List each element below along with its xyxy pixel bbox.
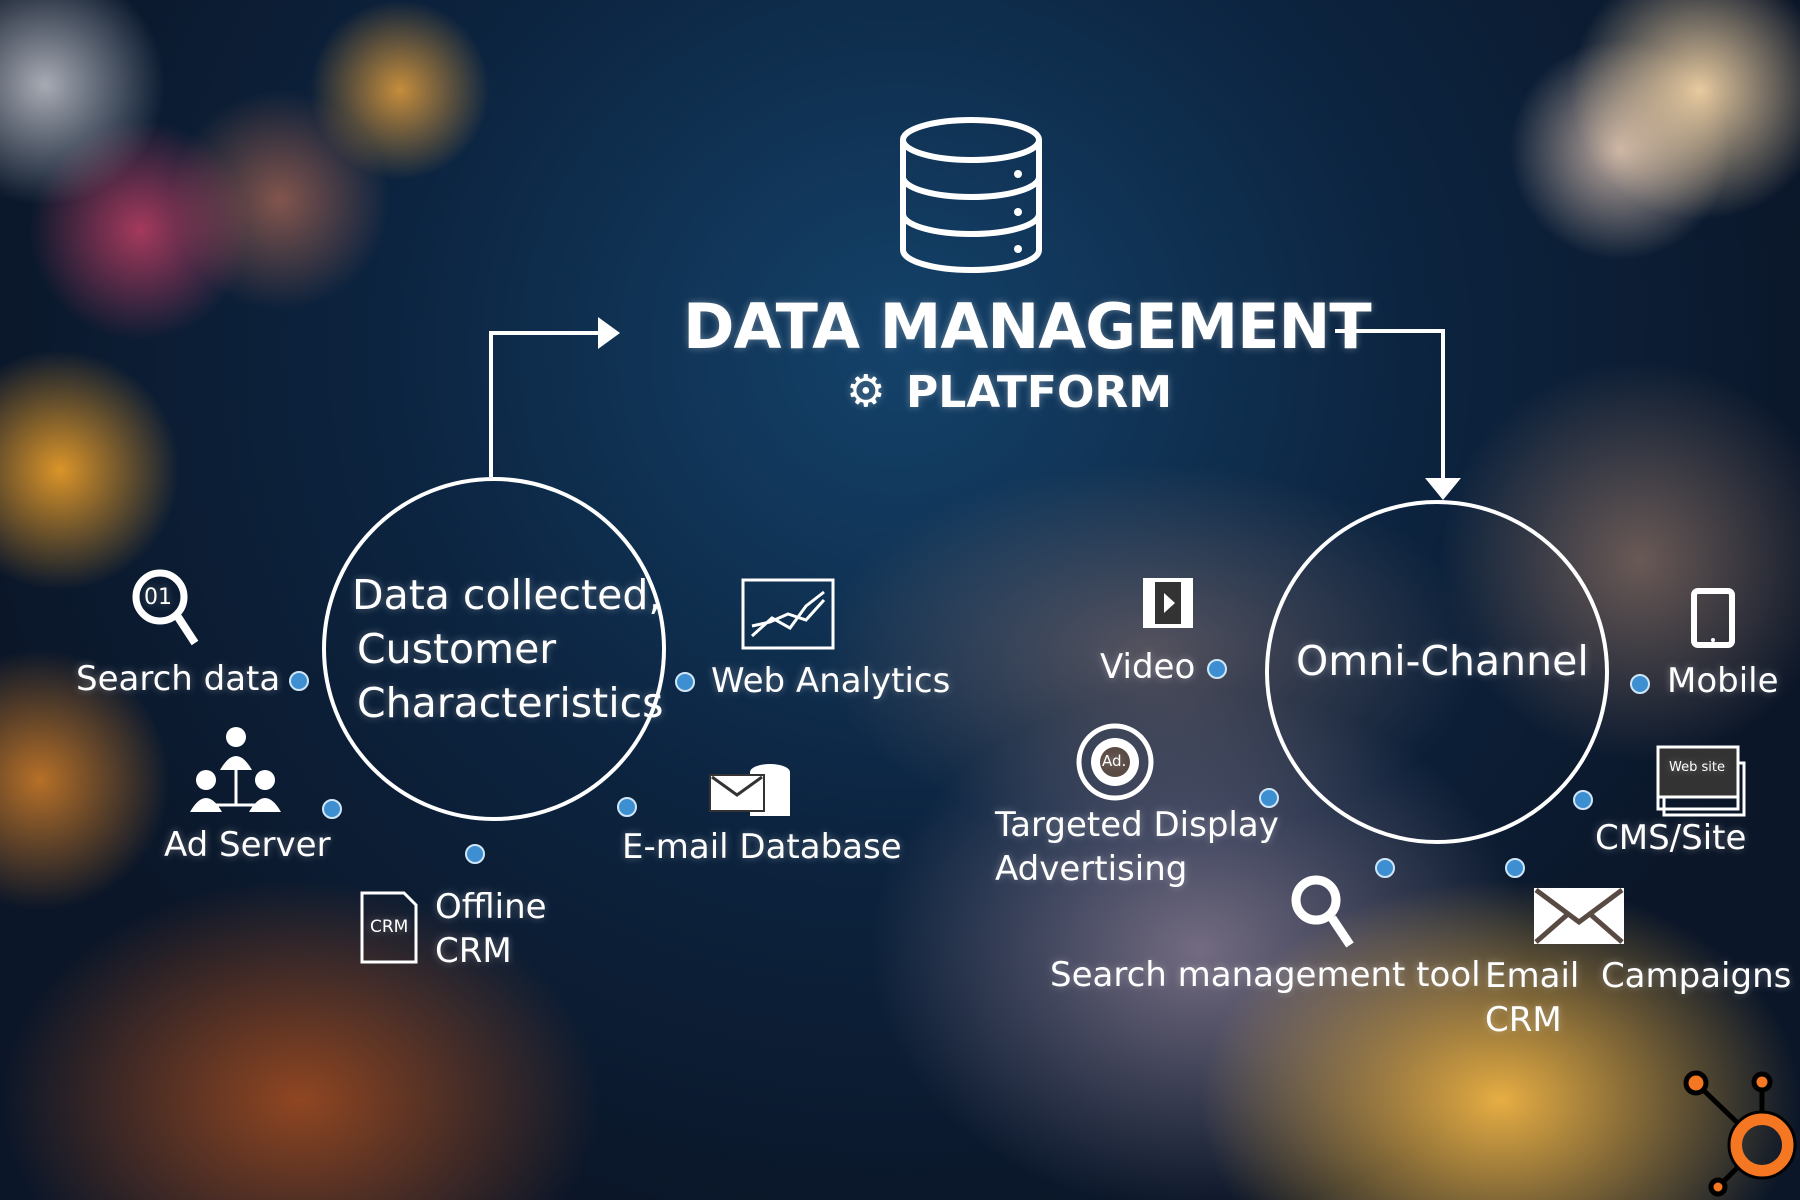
email-database-label[interactable]: E-mail Database <box>622 827 902 867</box>
page-subtitle: PLATFORM <box>906 367 1173 418</box>
offline-crm-dot[interactable] <box>465 844 485 864</box>
right-hub-circle <box>1265 500 1609 844</box>
left-hub-circle <box>322 477 666 821</box>
magnifier-icon <box>132 569 199 646</box>
arrowhead-down <box>1425 478 1461 500</box>
targeted-display-dot[interactable] <box>1259 788 1279 808</box>
email-campaigns-label[interactable]: Email Campaigns CRM <box>1485 954 1791 1042</box>
web-analytics-dot[interactable] <box>675 672 695 692</box>
database-icon <box>900 117 1042 273</box>
left-arrow <box>489 331 600 477</box>
video-dot[interactable] <box>1207 659 1227 679</box>
cms-site-dot[interactable] <box>1573 790 1593 810</box>
search-tool-dot[interactable] <box>1375 858 1395 878</box>
crm-icon-text: CRM <box>370 917 409 937</box>
email-database-icon <box>709 764 790 816</box>
cms-site-label[interactable]: CMS/Site <box>1595 818 1747 858</box>
search-data-icon-text: 01 <box>144 585 172 610</box>
offline-crm-line: Offline <box>435 887 547 927</box>
mobile-icon <box>1691 588 1735 648</box>
database-icon-dots <box>1014 170 1022 253</box>
arrowhead-right <box>598 317 620 349</box>
website-icon-text: Web site <box>1669 760 1725 775</box>
targeted-display-line: Targeted Display <box>995 805 1279 845</box>
website-icon <box>1656 745 1746 817</box>
email-database-dot[interactable] <box>617 797 637 817</box>
ad-network-icon <box>190 727 281 812</box>
ad-server-dot[interactable] <box>322 799 342 819</box>
search-tool-label[interactable]: Search management tool <box>1050 955 1481 995</box>
left-hub-line: Data collected, <box>352 571 662 619</box>
offline-crm-label[interactable]: Offline CRM <box>435 885 547 973</box>
mobile-dot[interactable] <box>1630 674 1650 694</box>
email-campaigns-line: Email Campaigns <box>1485 956 1792 996</box>
left-hub-line: Characteristics <box>357 679 664 727</box>
left-hub-line: Customer <box>357 625 557 673</box>
email-campaigns-dot[interactable] <box>1505 858 1525 878</box>
document-icon <box>360 891 418 964</box>
search-data-label[interactable]: Search data <box>76 659 281 699</box>
chart-icon <box>741 578 835 650</box>
target-ad-icon-text: Ad. <box>1102 752 1127 770</box>
search-data-dot[interactable] <box>289 671 309 691</box>
right-hub-label: Omni-Channel <box>1296 637 1589 685</box>
right-arrow <box>1335 329 1445 482</box>
gear-icon: ⚙ <box>846 366 886 417</box>
targeted-display-label[interactable]: Targeted Display Advertising <box>995 803 1279 891</box>
target-ad-icon <box>1076 723 1154 801</box>
hubspot-logo <box>1683 1070 1797 1197</box>
page-title: DATA MANAGEMENT <box>683 290 1372 363</box>
offline-crm-line: CRM <box>435 931 512 971</box>
targeted-display-line: Advertising <box>995 849 1188 889</box>
email-campaigns-line: CRM <box>1485 1000 1562 1040</box>
mobile-label[interactable]: Mobile <box>1667 661 1779 701</box>
envelope-icon <box>1534 887 1624 944</box>
film-icon <box>1143 578 1193 628</box>
web-analytics-label[interactable]: Web Analytics <box>711 661 951 701</box>
left-hub-label: Data collected, Customer Characteristics <box>352 568 664 730</box>
video-label[interactable]: Video <box>1100 647 1196 687</box>
search-icon <box>1291 875 1354 948</box>
ad-server-label[interactable]: Ad Server <box>164 825 331 865</box>
